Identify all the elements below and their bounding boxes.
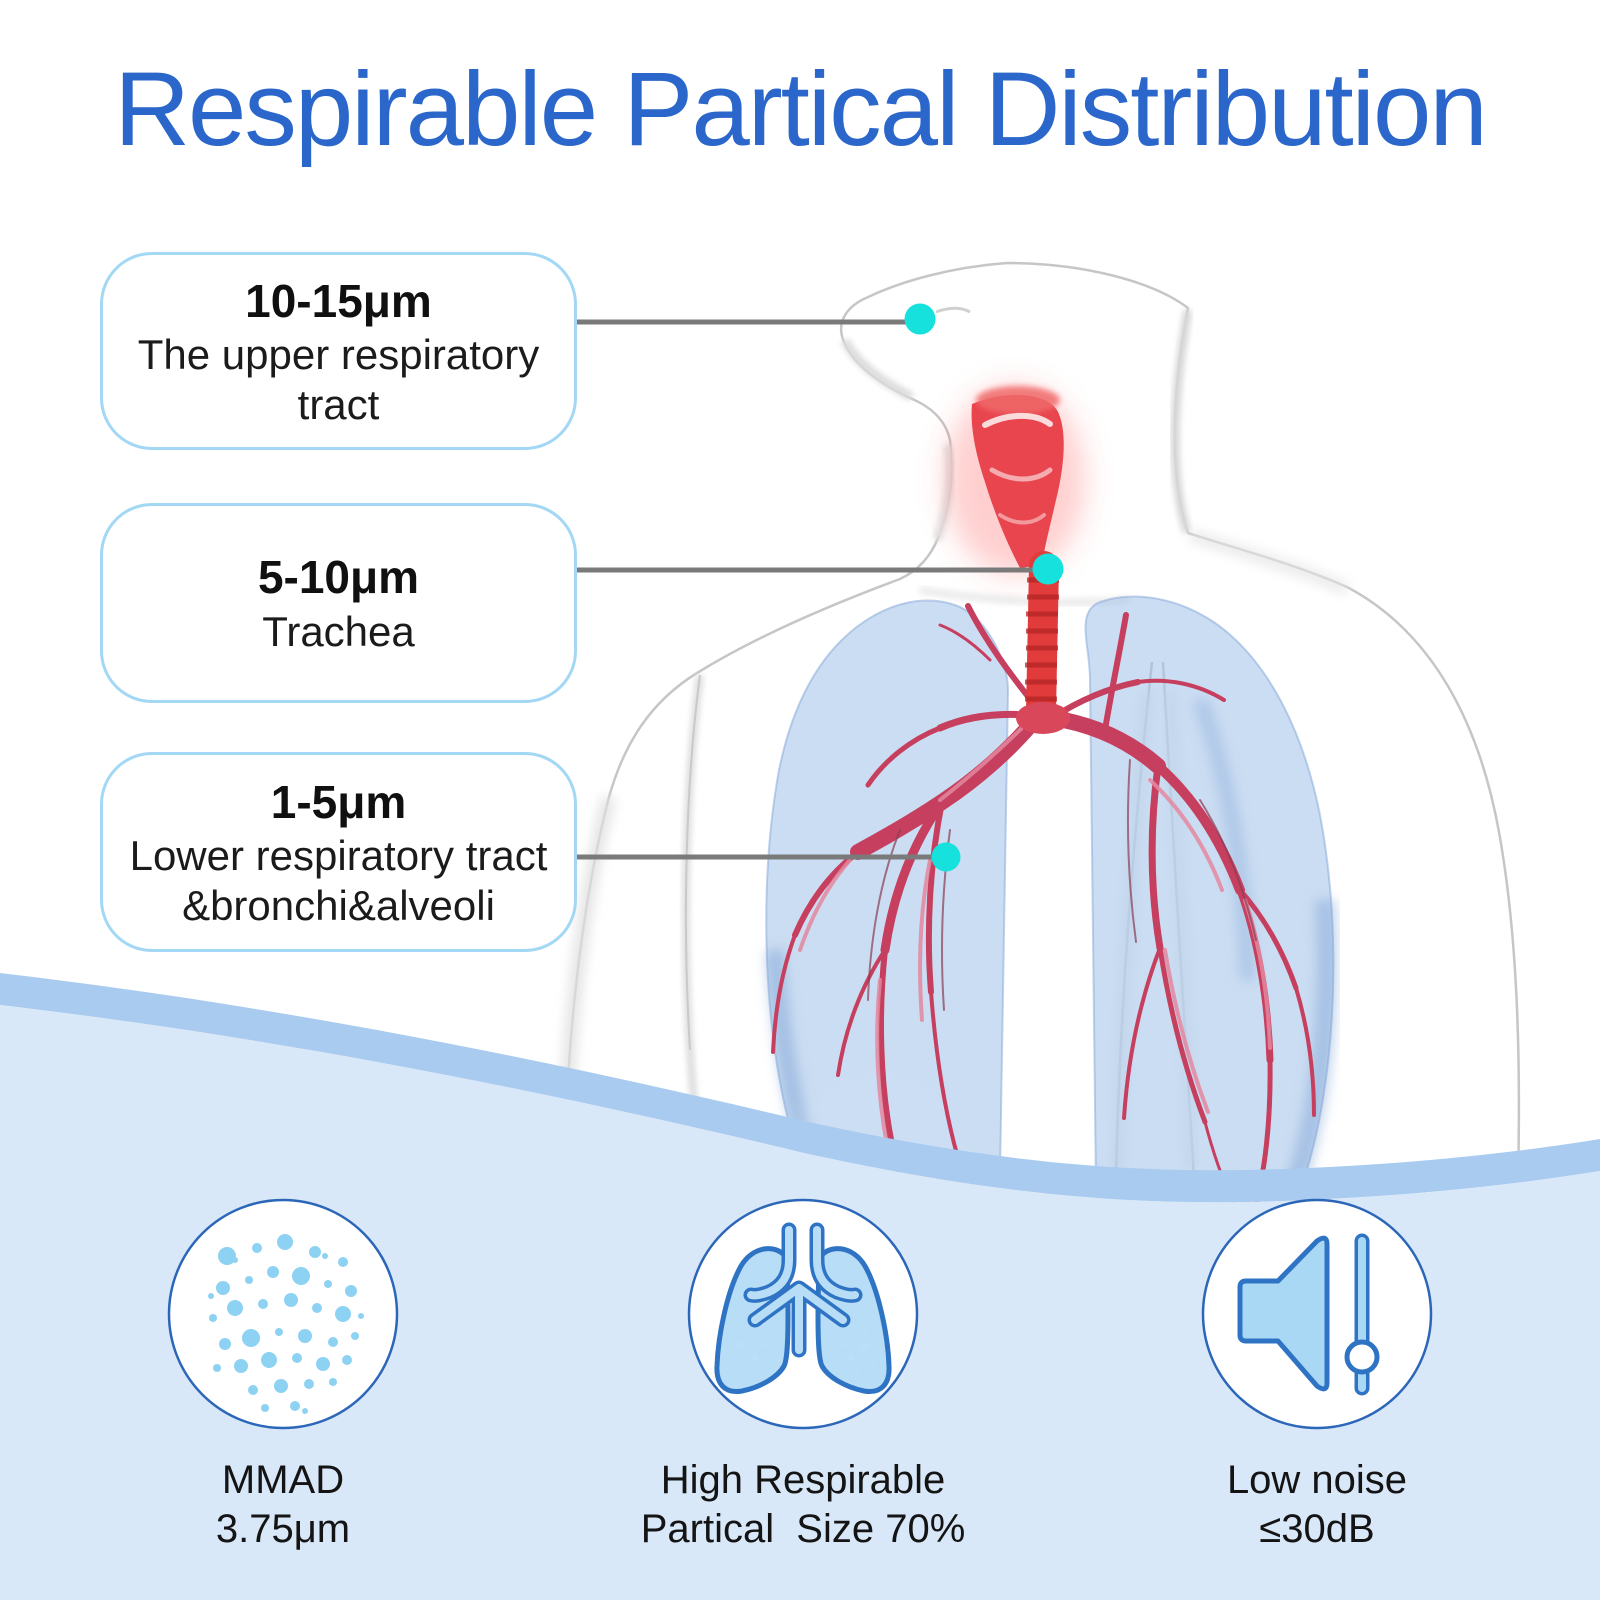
- callout-lower-respiratory: 1-5μm Lower respiratory tract &bronchi&a…: [100, 752, 577, 952]
- marker-lower-tract: [931, 842, 961, 872]
- particle-size-range: 10-15μm: [245, 274, 432, 327]
- feature-caption-line: High Respirable: [660, 1458, 946, 1502]
- callout-trachea: 5-10μm Trachea: [100, 503, 577, 703]
- feature-caption: High Respirable Partical Size 70%: [641, 1456, 966, 1554]
- callout-label-line: Lower respiratory tract: [129, 832, 548, 880]
- callout-label-line: tract: [297, 380, 380, 428]
- feature-caption: Low noise ≤30dB: [1227, 1456, 1407, 1554]
- pointer-lines: [577, 303, 1064, 872]
- feature-respirable-size: High Respirable Partical Size 70%: [573, 1196, 1033, 1554]
- feature-low-noise: Low noise ≤30dB: [1087, 1196, 1547, 1554]
- feature-caption-line: ≤30dB: [1259, 1506, 1375, 1551]
- feature-caption: MMAD 3.75μm: [216, 1456, 350, 1554]
- callout-label-line: The upper respiratory: [137, 331, 540, 379]
- feature-caption-line: Low noise: [1226, 1458, 1408, 1502]
- marker-trachea: [1032, 553, 1064, 585]
- feature-caption-line: Partical Size 70%: [640, 1506, 966, 1551]
- callout-label-line: Trachea: [262, 607, 415, 655]
- marker-upper-tract: [904, 303, 936, 335]
- feature-mmad: MMAD 3.75μm: [53, 1196, 513, 1554]
- larynx-trachea: [945, 385, 1085, 734]
- particle-size-range: 1-5μm: [270, 775, 407, 828]
- feature-caption-line: MMAD: [221, 1458, 345, 1502]
- page-title: Respirable Partical Distribution: [114, 51, 1488, 168]
- callout-label-line: &bronchi&alveoli: [182, 881, 495, 929]
- speaker-icon: [1201, 1198, 1433, 1430]
- particle-size-range: 5-10μm: [257, 551, 420, 604]
- callout-upper-respiratory: 10-15μm The upper respiratory tract: [100, 252, 577, 450]
- lungs-icon: [687, 1198, 919, 1430]
- particles-icon: [167, 1198, 399, 1430]
- feature-caption-line: 3.75μm: [215, 1506, 351, 1551]
